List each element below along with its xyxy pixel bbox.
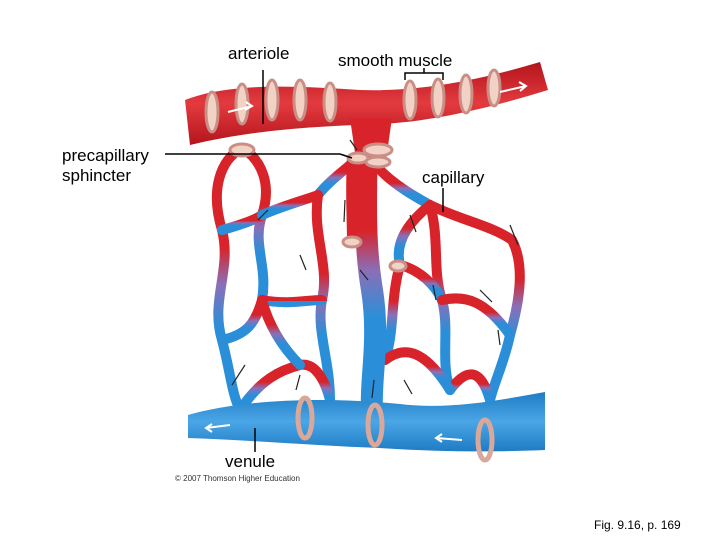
precapillary-label-line2: sphincter — [62, 166, 131, 185]
capillary-label: capillary — [422, 168, 485, 187]
precapillary-sphincters — [228, 142, 408, 273]
smooth-muscle-rings — [204, 68, 502, 134]
venule-label: venule — [225, 452, 276, 471]
copyright-text: © 2007 Thomson Higher Education — [175, 474, 300, 483]
figure-reference: Fig. 9.16, p. 169 — [594, 518, 681, 532]
capillary-network — [211, 143, 525, 415]
capillary-flow-arrows — [231, 139, 519, 399]
arteriole-vessel — [185, 62, 548, 145]
smooth-muscle-label: smooth muscle — [338, 51, 453, 70]
thoroughfare-channel — [355, 109, 387, 421]
precapillary-label-line1: precapillary — [62, 146, 149, 165]
venule-rings — [295, 395, 495, 463]
flow-arrows — [204, 81, 528, 443]
sphincter-leader-end — [339, 153, 353, 159]
leader-lines — [165, 68, 444, 452]
arteriole-label: arteriole — [228, 44, 290, 63]
